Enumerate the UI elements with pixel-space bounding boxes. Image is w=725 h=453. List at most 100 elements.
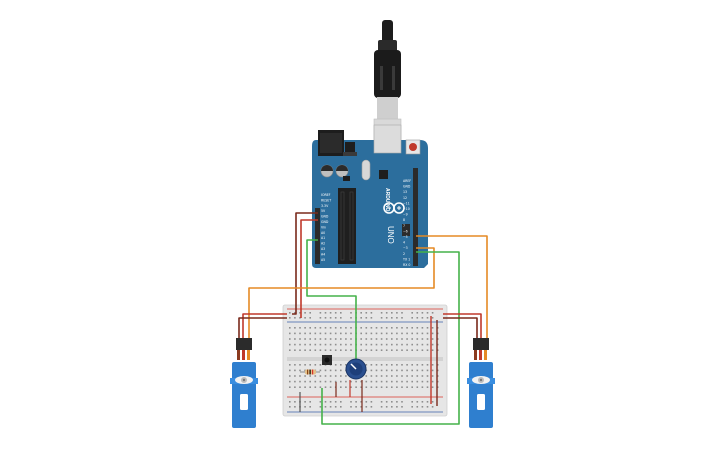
breadboard-hole[interactable]	[329, 375, 332, 377]
breadboard-hole[interactable]	[391, 364, 393, 366]
breadboard-hole[interactable]	[436, 327, 439, 329]
breadboard-hole[interactable]	[411, 406, 413, 408]
breadboard-hole[interactable]	[294, 375, 296, 377]
breadboard-hole[interactable]	[370, 369, 373, 372]
breadboard-hole[interactable]	[421, 369, 424, 372]
breadboard-hole[interactable]	[329, 380, 332, 383]
breadboard-hole[interactable]	[294, 338, 296, 340]
breadboard-hole[interactable]	[396, 343, 398, 346]
breadboard-hole[interactable]	[406, 338, 408, 340]
breadboard-hole[interactable]	[380, 338, 383, 340]
breadboard-hole[interactable]	[294, 406, 296, 408]
breadboard-hole[interactable]	[340, 406, 342, 408]
potentiometer[interactable]	[345, 358, 367, 380]
breadboard-hole[interactable]	[309, 312, 311, 314]
breadboard-hole[interactable]	[421, 380, 424, 383]
breadboard-hole[interactable]	[329, 312, 332, 314]
wire-gnd[interactable]	[300, 219, 318, 318]
breadboard-hole[interactable]	[421, 338, 424, 340]
breadboard-hole[interactable]	[436, 380, 439, 383]
breadboard-hole[interactable]	[370, 375, 373, 377]
breadboard-hole[interactable]	[436, 338, 439, 340]
breadboard-hole[interactable]	[431, 349, 434, 351]
breadboard-hole[interactable]	[334, 349, 337, 351]
breadboard-hole[interactable]	[380, 380, 383, 383]
breadboard-hole[interactable]	[436, 349, 439, 351]
breadboard-hole[interactable]	[406, 375, 408, 377]
breadboard-hole[interactable]	[319, 327, 322, 329]
breadboard-hole[interactable]	[411, 327, 413, 329]
breadboard-hole[interactable]	[380, 369, 383, 372]
breadboard-hole[interactable]	[324, 406, 327, 408]
breadboard-hole[interactable]	[334, 401, 337, 403]
breadboard-hole[interactable]	[380, 343, 383, 346]
breadboard-hole[interactable]	[370, 338, 373, 340]
breadboard-hole[interactable]	[401, 317, 403, 319]
breadboard-hole[interactable]	[416, 317, 419, 319]
breadboard-hole[interactable]	[314, 343, 317, 346]
breadboard-hole[interactable]	[375, 349, 378, 351]
breadboard-hole[interactable]	[365, 312, 368, 314]
breadboard-hole[interactable]	[319, 332, 322, 335]
breadboard-hole[interactable]	[391, 380, 393, 383]
breadboard-hole[interactable]	[319, 338, 322, 340]
breadboard-hole[interactable]	[360, 349, 362, 351]
breadboard-hole[interactable]	[406, 369, 408, 372]
breadboard-hole[interactable]	[340, 369, 342, 372]
breadboard-hole[interactable]	[304, 406, 306, 408]
breadboard-hole[interactable]	[289, 364, 291, 366]
breadboard-hole[interactable]	[345, 327, 347, 329]
breadboard-hole[interactable]	[324, 386, 327, 388]
breadboard-hole[interactable]	[289, 386, 291, 388]
breadboard-hole[interactable]	[355, 401, 357, 403]
breadboard-hole[interactable]	[345, 332, 347, 335]
breadboard-hole[interactable]	[324, 312, 327, 314]
breadboard-hole[interactable]	[289, 327, 291, 329]
breadboard-hole[interactable]	[370, 380, 373, 383]
breadboard-hole[interactable]	[370, 312, 373, 314]
breadboard-hole[interactable]	[314, 349, 317, 351]
breadboard-hole[interactable]	[319, 406, 322, 408]
wire-left-servo-power[interactable]	[242, 313, 287, 340]
wire-right-servo-ground[interactable]	[443, 317, 478, 340]
breadboard-hole[interactable]	[416, 401, 419, 403]
breadboard-hole[interactable]	[436, 332, 439, 335]
breadboard-hole[interactable]	[385, 386, 388, 388]
breadboard-hole[interactable]	[401, 364, 403, 366]
breadboard-hole[interactable]	[299, 317, 301, 319]
breadboard-hole[interactable]	[396, 369, 398, 372]
breadboard-hole[interactable]	[411, 338, 413, 340]
breadboard-hole[interactable]	[299, 327, 301, 329]
breadboard-hole[interactable]	[309, 343, 311, 346]
breadboard-hole[interactable]	[360, 386, 362, 388]
breadboard-hole[interactable]	[304, 327, 306, 329]
breadboard-hole[interactable]	[355, 406, 357, 408]
breadboard-hole[interactable]	[421, 401, 424, 403]
breadboard-hole[interactable]	[299, 349, 301, 351]
breadboard-hole[interactable]	[314, 364, 317, 366]
breadboard-hole[interactable]	[294, 327, 296, 329]
breadboard-hole[interactable]	[294, 349, 296, 351]
breadboard-hole[interactable]	[360, 312, 362, 314]
breadboard-hole[interactable]	[436, 375, 439, 377]
breadboard-hole[interactable]	[314, 380, 317, 383]
breadboard-hole[interactable]	[334, 338, 337, 340]
breadboard-hole[interactable]	[329, 349, 332, 351]
breadboard-hole[interactable]	[416, 364, 419, 366]
breadboard-hole[interactable]	[411, 349, 413, 351]
breadboard-hole[interactable]	[426, 332, 429, 335]
breadboard-hole[interactable]	[370, 349, 373, 351]
breadboard-hole[interactable]	[416, 327, 419, 329]
breadboard-hole[interactable]	[299, 369, 301, 372]
breadboard-hole[interactable]	[294, 369, 296, 372]
breadboard-hole[interactable]	[416, 338, 419, 340]
breadboard-hole[interactable]	[289, 312, 291, 314]
breadboard-hole[interactable]	[340, 380, 342, 383]
breadboard-hole[interactable]	[391, 332, 393, 335]
breadboard-hole[interactable]	[319, 380, 322, 383]
breadboard-hole[interactable]	[345, 386, 347, 388]
breadboard-hole[interactable]	[421, 386, 424, 388]
breadboard-hole[interactable]	[426, 375, 429, 377]
wire-5v[interactable]	[292, 212, 318, 315]
breadboard-hole[interactable]	[416, 343, 419, 346]
